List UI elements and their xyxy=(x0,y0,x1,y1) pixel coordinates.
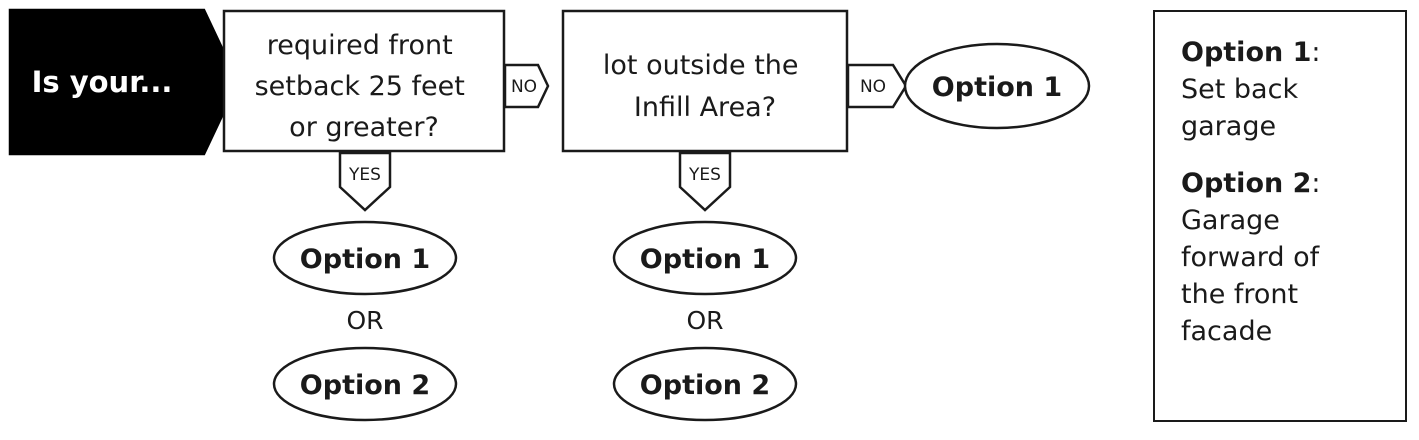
question-1-box xyxy=(222,9,506,153)
question-2-text: lot outside the Infill Area? xyxy=(603,50,807,123)
question-2-line: lot outside the xyxy=(603,50,799,81)
yes-connector-1 xyxy=(338,151,392,212)
yes-label-2: YES xyxy=(688,165,721,185)
legend-option-1-heading: Option 1: xyxy=(1181,34,1385,71)
start-label: Is your... xyxy=(32,65,173,99)
yes1-option-1-ellipse xyxy=(272,220,458,296)
legend-option-1-line: garage xyxy=(1181,111,1277,142)
question-1-line: setback 25 feet xyxy=(255,71,465,102)
question-1-text: required front setback 25 feet or greate… xyxy=(255,30,474,143)
outcome-no-ellipse xyxy=(903,42,1091,130)
question-2-box xyxy=(561,9,849,153)
outcome-no-label: Option 1 xyxy=(932,72,1062,103)
yes1-option-1-label: Option 1 xyxy=(300,244,430,275)
no-label-1: NO xyxy=(511,77,537,97)
yes2-option-1-ellipse xyxy=(612,220,798,296)
yes2-option-2-ellipse xyxy=(612,346,798,422)
legend-box: Option 1: Set back garage Option 2: Gara… xyxy=(1153,10,1407,422)
legend-option-1: Option 1: Set back garage xyxy=(1181,34,1385,145)
yes-label-1: YES xyxy=(348,165,381,185)
question-1-line: or greater? xyxy=(289,112,439,143)
legend-option-2-line: the front xyxy=(1181,279,1299,310)
yes2-or-label: OR xyxy=(686,306,723,335)
no-connector-2 xyxy=(846,63,908,109)
yes-connector-2 xyxy=(678,151,732,212)
legend-option-1-line: Set back xyxy=(1181,74,1299,105)
legend-option-2-line: forward of xyxy=(1181,242,1320,273)
flowchart: Is your... required front setback 25 fee… xyxy=(8,8,1091,422)
yes2-option-1-label: Option 1 xyxy=(640,244,770,275)
legend-option-1-title: Option 1 xyxy=(1181,37,1312,68)
yes1-or-label: OR xyxy=(346,306,383,335)
legend-option-2-colon: : xyxy=(1311,168,1321,199)
legend-option-2-line: Garage xyxy=(1181,205,1280,236)
legend-option-2-line: facade xyxy=(1181,316,1273,347)
legend-option-2-title: Option 2 xyxy=(1181,168,1312,199)
yes1-option-2-label: Option 2 xyxy=(300,370,430,401)
question-2-line: Infill Area? xyxy=(634,92,776,123)
legend-option-1-colon: : xyxy=(1311,37,1321,68)
legend-option-2-heading: Option 2: xyxy=(1181,165,1385,202)
start-arrow xyxy=(8,8,240,156)
legend-option-2: Option 2: Garage forward of the front fa… xyxy=(1181,165,1385,350)
yes1-option-2-ellipse xyxy=(272,346,458,422)
question-1-line: required front xyxy=(267,30,453,61)
no-label-2: NO xyxy=(860,77,886,97)
no-connector-1 xyxy=(503,63,550,109)
yes2-option-2-label: Option 2 xyxy=(640,370,770,401)
